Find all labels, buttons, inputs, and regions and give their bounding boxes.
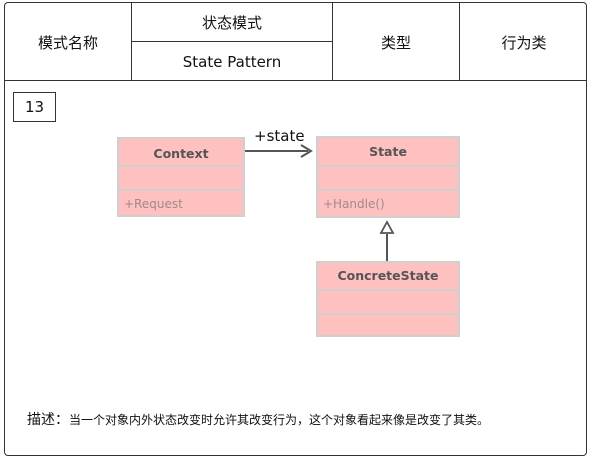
class-divider — [318, 165, 458, 167]
association-arrowhead — [300, 144, 313, 158]
pattern-name-label: 模式名称 — [37, 33, 98, 52]
class-method: +Request — [124, 197, 183, 211]
class-divider — [318, 313, 458, 315]
class-method: +Handle() — [323, 197, 385, 211]
divider — [132, 41, 332, 42]
inheritance-arrowhead — [379, 220, 395, 234]
relationship-lines — [245, 144, 395, 261]
class-divider — [318, 189, 458, 191]
class-state: State +Handle() — [316, 136, 460, 218]
divider — [459, 3, 460, 81]
divider — [332, 3, 333, 81]
description: 描述：当一个对象内外状态改变时允许其改变行为，这个对象看起来像是改变了其类。 — [27, 409, 489, 429]
class-name: ConcreteState — [337, 268, 439, 283]
description-text: 当一个对象内外状态改变时允许其改变行为，这个对象看起来像是改变了其类。 — [69, 413, 490, 427]
class-context: Context +Request — [117, 137, 245, 217]
class-divider — [119, 165, 243, 167]
class-concrete-state: ConcreteState — [316, 261, 460, 337]
type-label: 类型 — [380, 33, 411, 52]
type-value: 行为类 — [501, 33, 547, 52]
class-divider — [119, 189, 243, 191]
pattern-number: 13 — [13, 92, 56, 122]
pattern-name-cn: 状态模式 — [201, 13, 262, 32]
pattern-card: 模式名称 状态模式 State Pattern 类型 行为类 13 +state… — [4, 2, 587, 456]
class-divider — [318, 289, 458, 291]
pattern-name-en: State Pattern — [182, 52, 282, 71]
class-name: Context — [153, 146, 209, 161]
description-label: 描述： — [27, 412, 69, 428]
association-role-label: +state — [254, 127, 305, 145]
class-name: State — [369, 144, 407, 159]
header-table: 模式名称 状态模式 State Pattern 类型 行为类 — [5, 3, 586, 81]
divider — [131, 3, 132, 81]
